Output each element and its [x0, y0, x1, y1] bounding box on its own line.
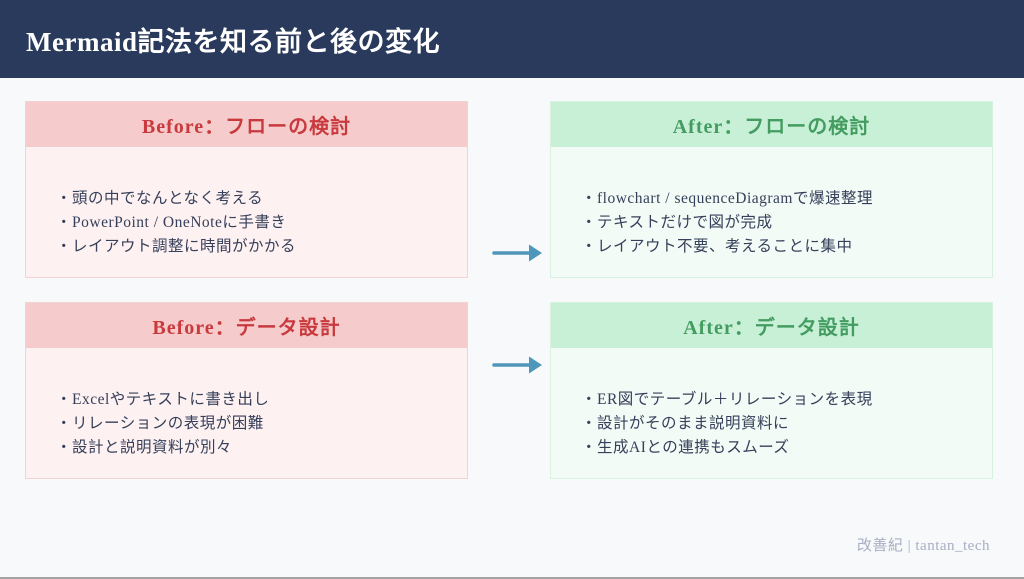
- right-arrow-icon: [492, 244, 542, 262]
- bullet-item: ・Excelやテキストに書き出し: [56, 391, 270, 408]
- bullet-item: ・テキストだけで図が完成: [581, 214, 773, 231]
- card-before-flow-title: Before：フローの検討: [26, 102, 467, 147]
- card-after-data-title: After：データ設計: [551, 303, 992, 348]
- bullet-item: ・レイアウト不要、考えることに集中: [581, 238, 853, 255]
- bullet-item: ・生成AIとの連携もスムーズ: [581, 439, 790, 456]
- bullet-item: ・ER図でテーブル＋リレーションを表現: [581, 391, 873, 408]
- card-after-flow-list: ・flowchart / sequenceDiagramで爆速整理・テキストだけ…: [551, 147, 992, 277]
- page-title: Mermaid記法を知る前と後の変化: [26, 26, 440, 57]
- card-before-data: Before：データ設計 ・Excelやテキストに書き出し・リレーションの表現が…: [25, 302, 468, 479]
- card-after-flow: After：フローの検討 ・flowchart / sequenceDiagra…: [550, 101, 993, 278]
- bullet-item: ・flowchart / sequenceDiagramで爆速整理: [581, 190, 873, 207]
- bullet-item: ・リレーションの表現が困難: [56, 415, 264, 432]
- window-bottom-edge: [0, 577, 1024, 579]
- bullet-item: ・設計がそのまま説明資料に: [581, 415, 790, 432]
- right-arrow-icon: [492, 356, 542, 374]
- card-before-flow-list: ・頭の中でなんとなく考える・PowerPoint / OneNoteに手書き・レ…: [26, 147, 467, 277]
- card-before-flow: Before：フローの検討 ・頭の中でなんとなく考える・PowerPoint /…: [25, 101, 468, 278]
- card-before-data-list: ・Excelやテキストに書き出し・リレーションの表現が困難・設計と説明資料が別々: [26, 348, 467, 478]
- bullet-item: ・頭の中でなんとなく考える: [56, 190, 264, 207]
- credit-text: 改善紀 | tantan_tech: [856, 538, 990, 554]
- card-before-data-title: Before：データ設計: [26, 303, 467, 348]
- bullet-item: ・PowerPoint / OneNoteに手書き: [56, 214, 287, 231]
- bullet-item: ・設計と説明資料が別々: [56, 439, 233, 456]
- card-after-data-list: ・ER図でテーブル＋リレーションを表現・設計がそのまま説明資料に・生成AIとの連…: [551, 348, 992, 478]
- bullet-item: ・レイアウト調整に時間がかかる: [56, 238, 297, 255]
- card-after-flow-title: After：フローの検討: [551, 102, 992, 147]
- card-after-data: After：データ設計 ・ER図でテーブル＋リレーションを表現・設計がそのまま説…: [550, 302, 993, 479]
- title-bar: Mermaid記法を知る前と後の変化: [0, 0, 1024, 78]
